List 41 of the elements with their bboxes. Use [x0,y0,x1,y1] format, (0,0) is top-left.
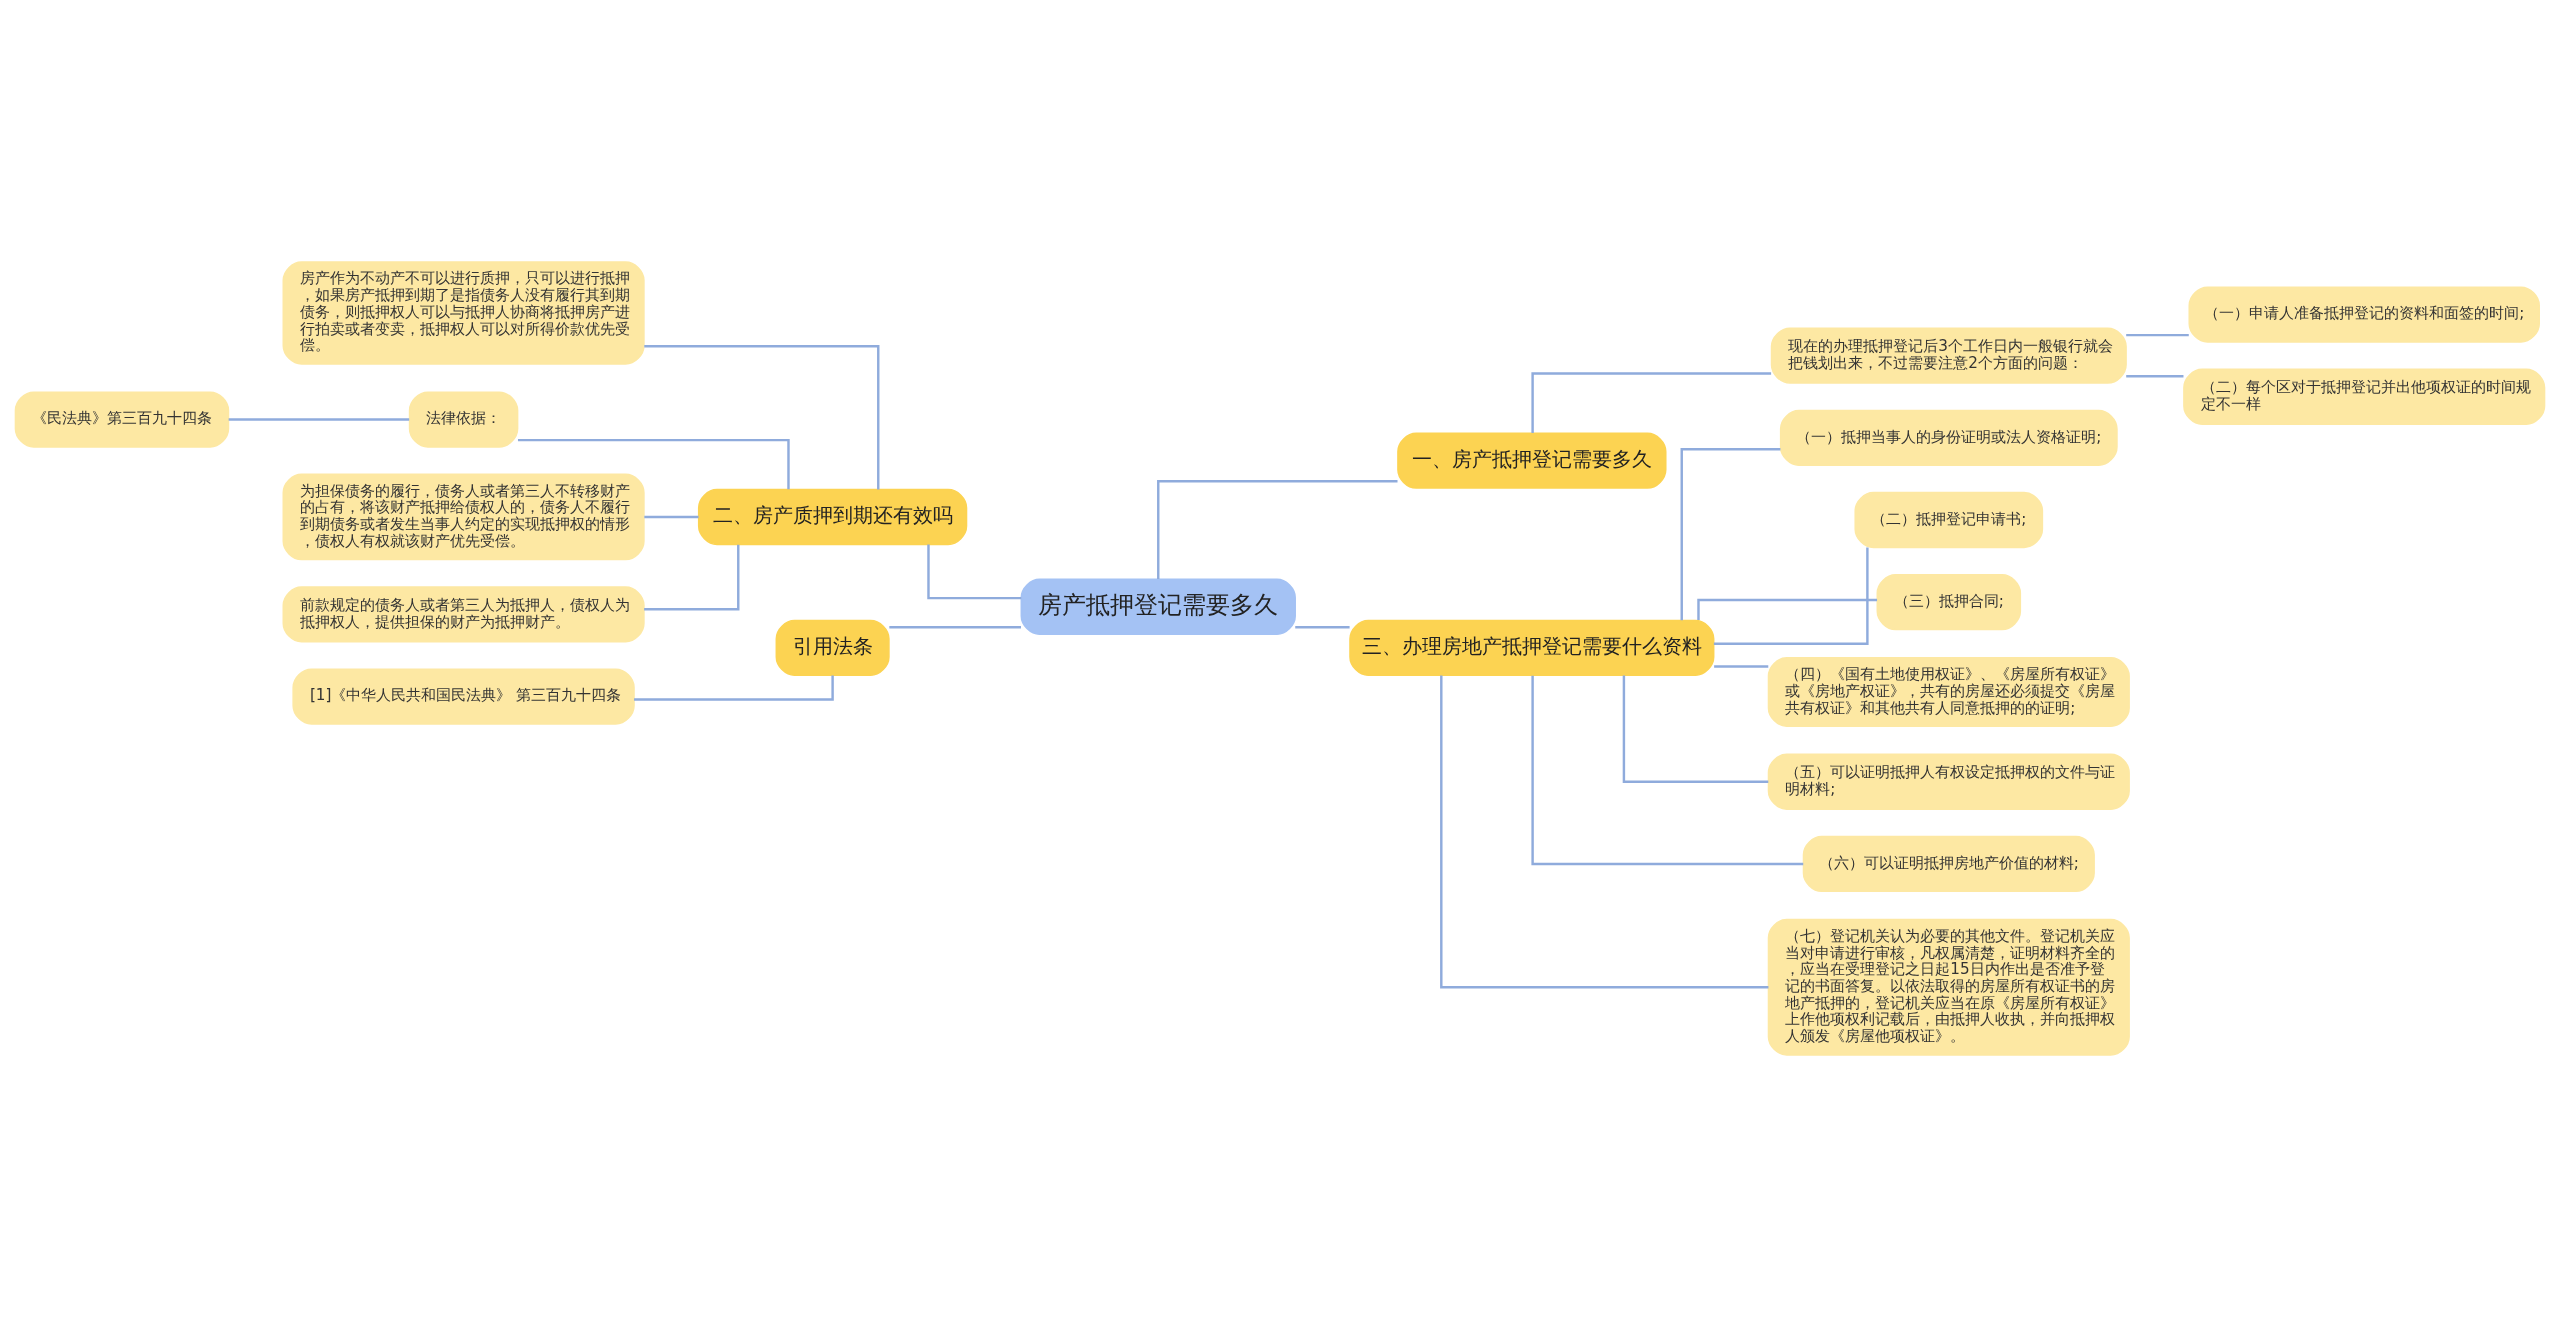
node-box: 为担保债务的履行，债务人或者第三人不转移财产的占有，将该财产抵押给债权人的，债务人不履行到期债务或者发生当事人约定的实现抵押权的情形，债权人有权就该财产优先受偿。 [282,473,645,561]
node-box: 法律依据： [408,391,519,448]
connector [1680,448,1781,621]
node-box: （六）可以证明抵押房地产价值的材料; [1802,835,2095,893]
connector [1295,626,1350,629]
node-box: （五）可以证明抵押人有权设定抵押权的文件与证明材料; [1767,753,2130,810]
node-box: 房产抵押登记需要多久 [1020,578,1296,635]
connector [1531,675,1804,866]
node-box: （三）抵押合同; [1876,574,2022,631]
connector [2126,375,2184,378]
node-box: （一）申请人准备抵押登记的资料和面签的时间; [2188,286,2540,343]
connector [228,418,410,421]
node-box: 引用法条 [775,619,890,676]
node-box: 三、办理房地产抵押登记需要什么资料 [1349,619,1715,676]
connector [1697,598,1878,620]
connector [517,438,790,490]
node-box: （四）《国有土地使用权证》、《房屋所有权证》或《房地产权证》，共有的房屋还必须提交《房屋共有权证》和其他共有人同意抵押的的证明; [1767,657,2130,727]
node-box: 《民法典》第三百九十四条 [14,391,230,448]
connector [634,675,834,701]
node-box: [1]《中华人民共和国民法典》 第三百九十四条 [292,668,635,725]
connector [1713,547,1869,645]
connector [1440,675,1769,989]
node-box: 二、房产质押到期还有效吗 [697,488,968,546]
connector [644,515,699,519]
node-box: （一）抵押当事人的身份证明或法人资格证明; [1779,409,2118,466]
connector [927,544,1022,600]
node-box: 前款规定的债务人或者第三人为抵押人，债权人为抵押权人，提供担保的财产为抵押财产。 [282,586,645,643]
connector [644,344,880,490]
node-box: 现在的办理抵押登记后3个工作日内一般银行就会把钱划出来，不过需要注意2个方面的问题： [1770,327,2127,384]
connector [2126,333,2189,337]
connector [1157,480,1398,579]
connector [1714,665,1769,668]
node-box: （七）登记机关认为必要的其他文件。登记机关应当对申请进行审核，凡权属清楚，证明材料齐全的，应当在受理登记之日起15日内作出是否准予登记的书面答复。以依法取得的房屋所有权证书的房地产抵押的，登记机关应当在原《房屋所有权证》上作他项权利记载后，由抵押人收执，并向抵押权人颁发《房屋他项权证》。 [1767,918,2130,1056]
node-box: （二）抵押登记申请书; [1854,491,2044,549]
node-box: 房产作为不动产不可以进行质押，只可以进行抵押，如果房产抵押到期了是指债务人没有履行其到期债务，则抵押权人可以与抵押人协商将抵押房产进行拍卖或者变卖，抵押权人可以对所得价款优先受偿。 [282,261,645,365]
connector [644,544,740,611]
node-box: （二）每个区对于抵押登记并出他项权证的时间规定不一样 [2183,368,2546,425]
connector [1531,372,1772,434]
connector [1622,675,1769,783]
connector [889,626,1021,629]
node-box: 一、房产抵押登记需要多久 [1397,432,1667,489]
